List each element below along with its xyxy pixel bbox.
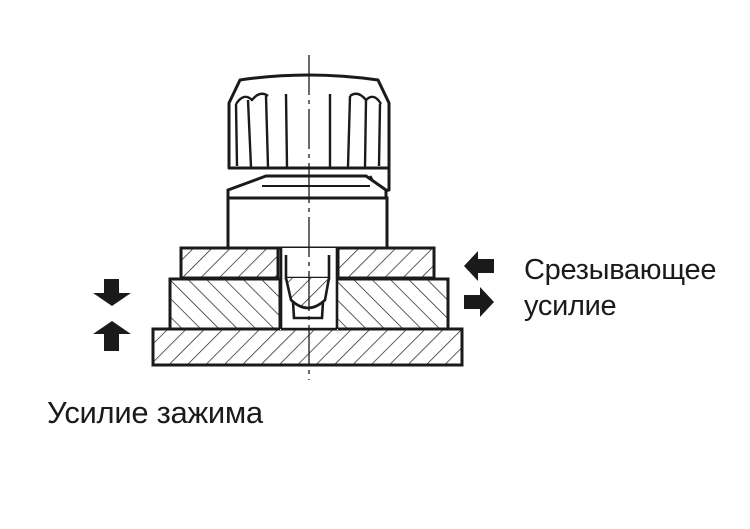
- bottom-plate: [151, 327, 464, 367]
- shear-arrows: [464, 251, 494, 317]
- clamp-arrows: [93, 279, 131, 351]
- collar: [226, 174, 388, 200]
- clamping-force-label: Усилие зажима: [47, 395, 263, 430]
- arrow-up-icon: [93, 321, 131, 351]
- arrow-down-icon: [93, 279, 131, 306]
- body: [226, 196, 389, 250]
- arrow-right-icon: [464, 287, 494, 317]
- arrow-left-icon: [464, 251, 494, 281]
- shear-force-label-line1: Срезывающее: [524, 254, 717, 286]
- shear-force-label-line2: усилие: [524, 290, 617, 322]
